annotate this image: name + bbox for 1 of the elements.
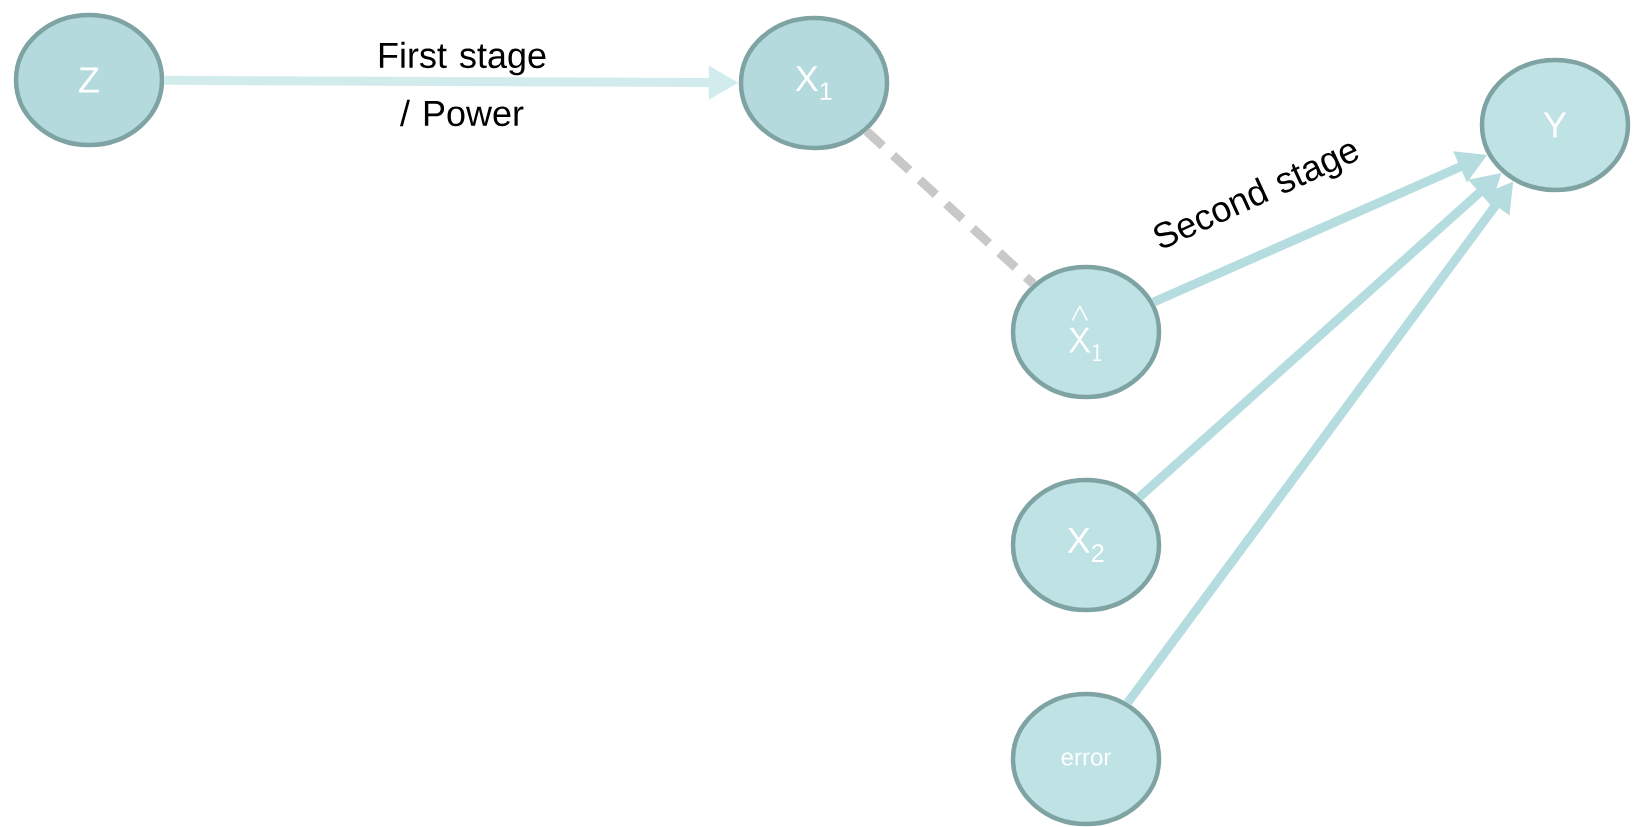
edge-label: First stage / Power [379, 41, 546, 127]
